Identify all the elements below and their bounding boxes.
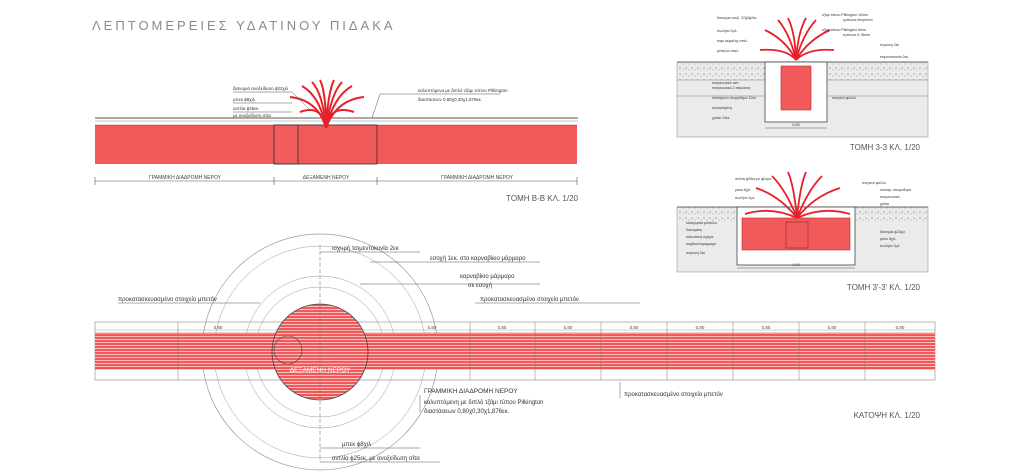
d33-dim-0: 0.80 <box>792 122 801 127</box>
bb-label-pipe: μπεκ ϕ8χιλ <box>233 97 256 102</box>
section-33b-labels: αντλία ϕ25εκ με φίλτρο μπεκ 8χιλ σωλήνα … <box>686 177 911 255</box>
l33-8: στρώση 2εκ <box>880 43 899 47</box>
section-33: 0.80 <box>676 17 929 138</box>
plan-tank-label: ΔΕΞΑΜΕΝΗ ΝΕΡΟΥ <box>290 367 351 374</box>
section-33-labels: διανομιό ανοξ. 37ϕ3ϕ2εκ σωλήνα 2μλ ταιρι… <box>712 13 908 120</box>
bb-label-pump2: με ανοξείδωτη σίτα <box>233 113 271 118</box>
plan-dim-8: 0.80 <box>896 325 905 330</box>
l33b-5: καλυπτική σχάρα <box>686 235 713 239</box>
l33b-1: μπεκ 8χιλ <box>735 188 751 192</box>
l33-13: πολυστερίνη <box>712 106 732 110</box>
l33b-6: καρβουνόμαρμαρο <box>686 242 716 246</box>
plan-label-marble: καρναβίκιο μάρμαρο <box>460 273 515 280</box>
l33-5: εμπλουτ tempered <box>843 18 872 22</box>
l33b-8: στεγανό φύλλο <box>862 181 886 185</box>
plan-label-nozzle: μπεκ ϕ8χιλ <box>342 442 371 448</box>
plan-label-precast-bottom: προκατασκευασμένο στοιχείο μπετόν <box>624 391 723 398</box>
plan-dim-4: 0.80 <box>630 325 639 330</box>
tank-plan <box>271 303 369 401</box>
l33b-9: διανομιό ϕ22χιλ <box>880 230 905 234</box>
plan-dim-2: 0.80 <box>498 325 507 330</box>
plan-caption: ΚΑΤΟΨΗ ΚΛ. 1/20 <box>854 411 921 420</box>
plan-dim-1: 0.80 <box>428 325 437 330</box>
plan-label-glass-dims: διαστάσεων 0,80χ0,30χ1,876εκ. <box>424 408 510 415</box>
l33b-12: οπλισμ. σκυρόδεμα <box>880 188 911 192</box>
l33-9: τσιμεντοκονία 2εκ <box>880 55 908 59</box>
tank-33 <box>780 65 812 111</box>
l33-3: μέταλλο σταλ. <box>717 49 739 53</box>
bb-dim-left: ΓΡΑΜΜΙΚΗ ΔΙΑΔΡΟΜΗ ΝΕΡΟΥ <box>149 175 222 181</box>
d33b-dim-0: 1.20 <box>792 262 801 267</box>
bb-caption: ΤΟΜΗ Β-Β ΚΛ. 1/20 <box>506 194 578 203</box>
fountain-jets-bb <box>289 79 365 129</box>
plan-label-glass: καλυπτόμενη με διπλό τζάμι τύπου Pilking… <box>424 399 544 406</box>
plan-dim-3: 0.80 <box>564 325 573 330</box>
plan-label-precast-left: προκατασκευασμένο στοιχείο μπετόν <box>118 296 217 303</box>
l33b-4: διανομέας <box>686 228 702 232</box>
l33-14: χαλίκι 10εκ <box>712 116 730 120</box>
l33b-13: στεγανωτικό <box>880 195 900 199</box>
tank-33b <box>741 217 851 251</box>
l33b-3: καλύμματα μέταλλο <box>686 221 717 225</box>
l33-7: εμπλουτ 0,76mm <box>843 33 870 37</box>
plan-dim-0: 0.80 <box>214 325 223 330</box>
l33b-2: σωλήνα 2μλ <box>735 196 755 200</box>
l33b-10: μπεκ 8χιλ <box>880 237 896 241</box>
plan-label-recess: εσοχή 1εκ. στο καρναβίκιο μάρμαρο <box>430 255 526 262</box>
plan-dim-6: 0.80 <box>762 325 771 330</box>
plan-view: 0.80 0.80 0.80 0.80 0.80 0.80 0.80 0.80 … <box>94 233 936 471</box>
linear-channel-plan <box>95 333 935 369</box>
s33b-caption: ΤΟΜΗ 3'-3' ΚΛ. 1/20 <box>847 283 921 292</box>
bb-label-pump: αντλία ϕ25εκ <box>233 106 259 111</box>
plan-label-marble2: σε εσοχή <box>468 282 492 289</box>
l33b-11: σωλήνα 2μλ <box>880 244 900 248</box>
l33-4: τζάμι τύπου Pilkington 10mm <box>822 13 868 17</box>
plan-dim-7: 0.80 <box>828 325 837 330</box>
l33b-7: στρώση 2εκ <box>686 251 705 255</box>
bb-label-glass: καλυπτόμενο με διπλό τζάμι τύπου Pilking… <box>418 87 508 93</box>
l33-1: σωλήνα 2μλ <box>717 29 737 33</box>
l33b-0: αντλία ϕ25εκ με φίλτρο <box>735 177 771 181</box>
l33-2: ταιρι κεφαλής σταλ. <box>717 39 748 43</box>
section-33b: 1.20 <box>676 171 929 273</box>
sheet-title: ΛΕΠΤΟΜΕΡΕΙΕΣ ΥΔΑΤΙΝΟΥ ΠΙΔΑΚΑ <box>92 18 396 33</box>
l33-12: οπλισμένο σκυρόδεμα 12εκ <box>712 96 756 100</box>
section-bb: ΓΡΑΜΜΙΚΗ ΔΙΑΔΡΟΜΗ ΝΕΡΟΥ ΔΕΞΑΜΕΝΗ ΝΕΡΟΥ Γ… <box>94 79 579 203</box>
fountain-jets-33 <box>759 17 835 61</box>
l33-0: διανομιό ανοξ. 37ϕ3ϕ2εκ <box>717 16 757 20</box>
bb-label-glass-dims: διαστάσεων 0,80χ0,30χ1,876εκ. <box>418 96 482 102</box>
bb-label-nozzle: διανομιό ανοξείδωτο ϕ22χιλ <box>233 85 289 91</box>
plan-label-cement: ισχυρή τσιμεντοκονία 2εκ <box>332 245 400 252</box>
l33-6: τζάμι τύπου Pilkington 6mm <box>822 28 866 32</box>
plan-label-precast-mid: προκατασκευασμένο στοιχείο μπετόν <box>480 296 579 303</box>
l33-10: στεγανωτικό ταπ. <box>712 81 740 85</box>
bb-dim-center: ΔΕΞΑΜΕΝΗ ΝΕΡΟΥ <box>303 175 350 181</box>
l33-15: στεγανό φύλλο <box>832 96 856 100</box>
s33-caption: ΤΟΜΗ 3-3 ΚΛ. 1/20 <box>850 143 921 152</box>
bb-dim-right: ΓΡΑΜΜΙΚΗ ΔΙΑΔΡΟΜΗ ΝΕΡΟΥ <box>441 175 514 181</box>
l33-11: στεγανωτικό 2 στρώσεις <box>712 86 751 90</box>
plan-dim-5: 0.80 <box>696 325 705 330</box>
plan-label-pump: αντλία ϕ25εκ. με ανοξείδωτη σίτα <box>332 456 420 462</box>
l33b-14: χαλίκι <box>880 202 889 206</box>
plan-label-linear: ΓΡΑΜΜΙΚΗ ΔΙΑΔΡΟΜΗ ΝΕΡΟΥ <box>424 388 518 395</box>
fountain-jets-33b <box>744 171 851 219</box>
